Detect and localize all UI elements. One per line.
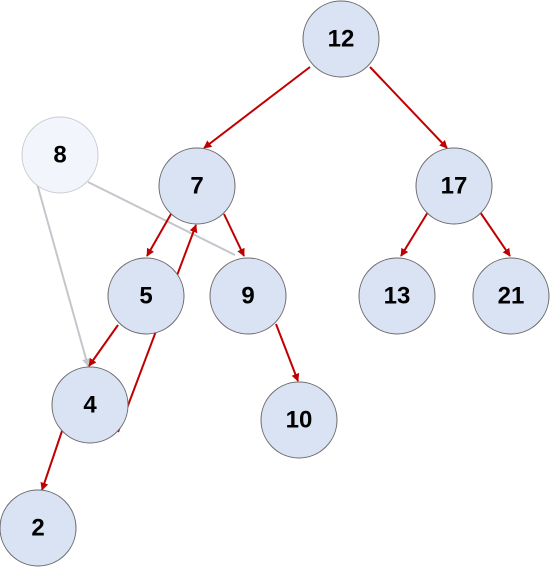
node-2: 2 (0, 489, 77, 567)
edge-12-to-7 (203, 66, 311, 149)
node-label: 10 (286, 407, 313, 434)
edge-9-to-10 (275, 323, 300, 382)
edge-8-to-9 (87, 181, 236, 256)
node-10: 10 (260, 381, 338, 459)
node-7: 7 (158, 147, 236, 225)
node-label: 21 (498, 283, 525, 310)
node-label: 9 (241, 283, 254, 310)
node-label: 2 (31, 515, 44, 542)
node-8: 8 (21, 116, 99, 194)
edge-12-to-17 (369, 66, 448, 149)
node-17: 17 (415, 147, 493, 225)
edge-17-to-21 (479, 211, 511, 257)
node-label: 5 (139, 283, 152, 310)
node-13: 13 (358, 257, 436, 335)
node-4: 4 (51, 366, 129, 444)
edge-7-to-9 (223, 213, 245, 257)
node-label: 8 (53, 142, 66, 169)
node-label: 4 (83, 392, 97, 419)
node-5: 5 (107, 257, 185, 335)
node-label: 17 (441, 173, 468, 200)
node-label: 13 (384, 283, 411, 310)
node-21: 21 (472, 257, 550, 335)
node-label: 7 (190, 173, 203, 200)
edge-5-to-4 (88, 324, 119, 367)
node-9: 9 (209, 257, 287, 335)
edge-4-to-2 (40, 430, 63, 491)
edge-17-to-13 (400, 211, 429, 257)
edge-8-to-4 (35, 179, 90, 367)
node-label: 12 (328, 26, 355, 53)
edge-7-to-5 (146, 213, 172, 257)
node-12: 12 (302, 0, 380, 78)
